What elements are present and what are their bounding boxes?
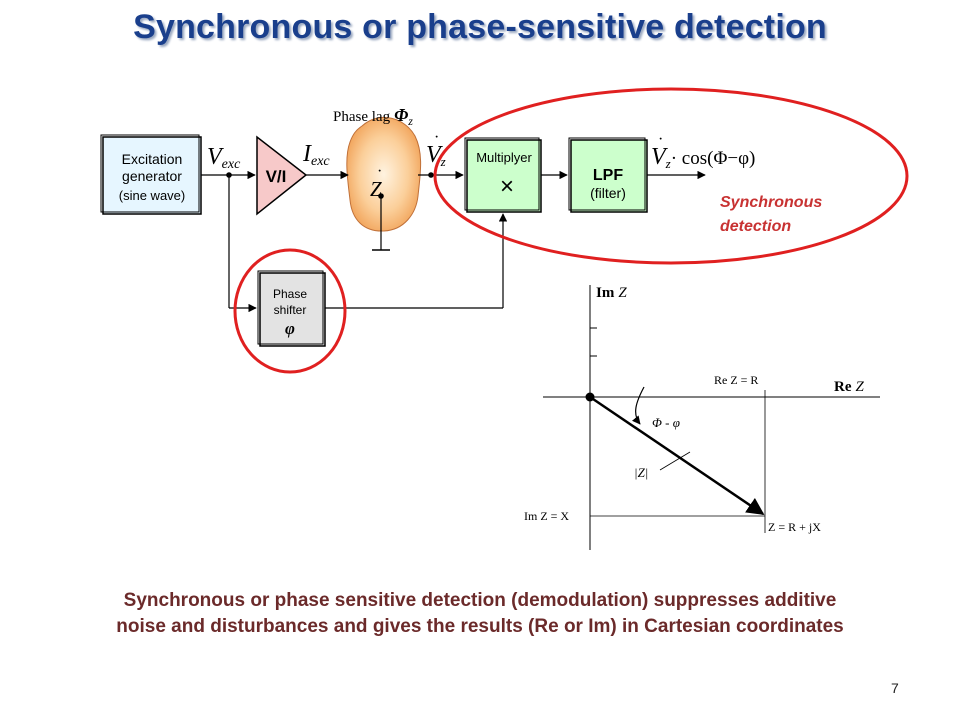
v-z-sub: z	[440, 154, 446, 169]
im-axis-z: Z	[618, 285, 627, 301]
phi-symbol: φ	[285, 319, 295, 338]
re-axis-bold: Re	[834, 379, 852, 395]
v-exc-main: V	[207, 144, 224, 170]
multiply-symbol: ×	[500, 173, 514, 200]
output-v-dot: ·	[658, 131, 663, 148]
i-exc-label: Iexc	[302, 141, 330, 169]
v-exc-label: Vexc	[207, 144, 241, 172]
excitation-label-1: Excitation	[122, 151, 183, 167]
lpf-sublabel: (filter)	[590, 185, 626, 201]
caption: Synchronous or phase sensitive detection…	[10, 588, 950, 640]
caption-line-2: noise and disturbances and gives the res…	[116, 616, 844, 637]
output-tail: · cos(Φ−φ)	[671, 148, 756, 169]
magnitude-label: |Z|	[634, 465, 648, 480]
im-axis-bold: Im	[596, 285, 615, 301]
phase-lag-sub: z	[407, 114, 413, 128]
vi-converter-block: V/I	[256, 135, 308, 216]
v-exc-sub: exc	[222, 157, 241, 172]
lpf-label: LPF	[593, 167, 623, 184]
phase-shifter-highlight	[233, 248, 347, 374]
tip-equation: Z = R + jX	[768, 520, 821, 534]
im-equation: Im Z = X	[524, 509, 569, 523]
sync-label-1: Synchronous	[720, 194, 822, 211]
phase-lag-text: Phase lag	[333, 109, 391, 125]
wire-junctions	[226, 172, 434, 199]
phase-lag-symbol: Φ	[394, 105, 408, 125]
sync-detection-highlight	[433, 87, 909, 265]
z-label: Z	[370, 177, 382, 201]
output-v-sub: z	[665, 156, 671, 171]
angle-arc	[632, 386, 645, 425]
re-equation: Re Z = R	[714, 373, 758, 387]
excitation-label-3: (sine wave)	[119, 188, 185, 203]
excitation-label-2: generator	[122, 168, 182, 184]
origin-point	[585, 392, 595, 402]
re-axis-z: Z	[856, 379, 865, 395]
vi-label: V/I	[266, 167, 287, 186]
sync-label-2: detection	[720, 218, 791, 235]
signal-wires	[201, 170, 706, 313]
phase-shifter-block: Phase shifter φ	[257, 270, 326, 347]
caption-line-1: Synchronous or phase sensitive detection…	[123, 590, 837, 611]
z-dot: ·	[377, 163, 382, 180]
impedance-element	[346, 116, 422, 232]
excitation-generator-block: Excitation generator (sine wave)	[100, 134, 202, 215]
output-label: Vz· cos(Φ−φ)	[651, 144, 755, 171]
output-v: V	[651, 144, 668, 170]
i-exc-sub: exc	[311, 154, 330, 169]
page-title: Synchronous or phase-sensitive detection	[133, 8, 827, 46]
phase-shifter-label-1: Phase	[273, 287, 307, 301]
lpf-block: LPF (filter)	[568, 137, 648, 213]
phase-shifter-label-2: shifter	[274, 303, 307, 317]
v-z-dot: ·	[434, 129, 439, 146]
angle-label: Φ - φ	[652, 415, 680, 430]
multiplier-block: Multiplyer ×	[464, 137, 542, 213]
page-number: 7	[891, 680, 899, 696]
multiplier-label: Multiplyer	[476, 150, 532, 165]
impedance-phasor	[592, 397, 765, 516]
i-exc-main: I	[302, 141, 312, 167]
